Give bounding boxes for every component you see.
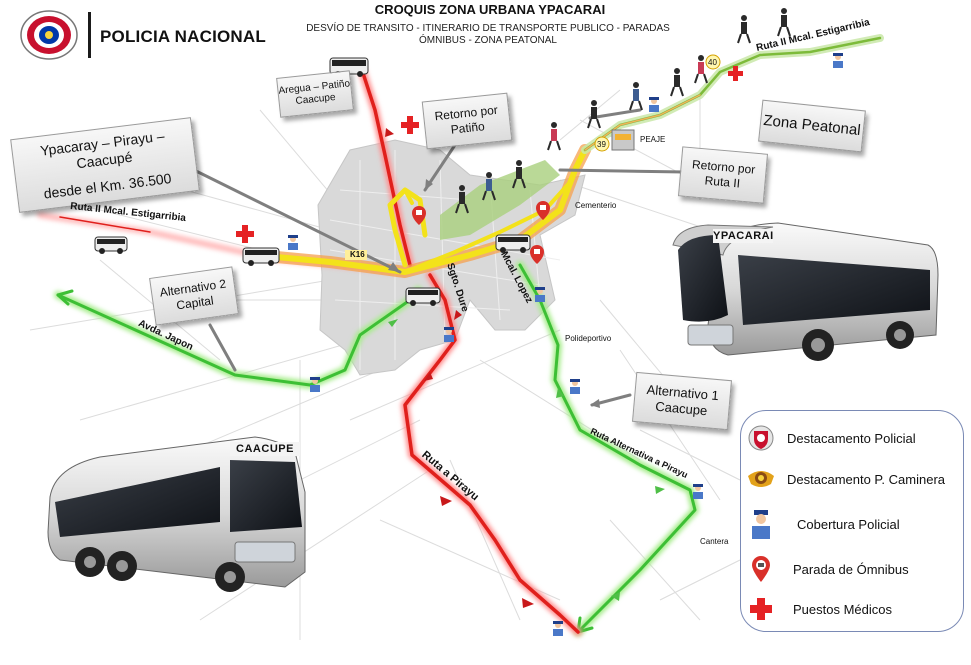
police-officer-icon: [649, 97, 659, 112]
medical-posts: [236, 66, 743, 243]
police-officer-icon: [741, 508, 781, 540]
label-km39: 39: [597, 140, 606, 149]
police-officer-icon: [833, 53, 843, 68]
legend-item: Puestos Médicos: [741, 597, 892, 621]
return-route-patino: [387, 187, 428, 268]
direction-arrow: [440, 496, 452, 506]
pedestrian-figure: [482, 172, 496, 201]
label-peaje: PEAJE: [640, 135, 666, 144]
legend-panel: Destacamento Policial Destacamento P. Ca…: [740, 410, 964, 632]
police-officer-icon: [310, 377, 320, 392]
medical-cross-icon: [401, 116, 419, 134]
pedestrian-figure: [547, 122, 561, 151]
label-polideportivo: Polideportivo: [565, 334, 612, 343]
direction-arrows: [385, 128, 534, 608]
pedestrian-figure: [629, 82, 643, 111]
toll-booth-icon: [611, 129, 635, 151]
direction-arrow: [454, 310, 462, 320]
small-bus-icon: [94, 236, 128, 254]
subtitle-line-2: ÓMNIBUS - ZONA PEATONAL: [419, 35, 557, 46]
police-officer-icon: [693, 484, 703, 499]
label-cementerio: Cementerio: [575, 201, 617, 210]
label-km40: 40: [708, 58, 717, 67]
subtitle-line-1: DESVÍO DE TRANSITO - ITINERARIO DE TRANS…: [306, 23, 670, 34]
legend-label: Parada de Ómnibus: [793, 561, 909, 577]
direction-arrow: [655, 486, 665, 494]
direction-arrow: [556, 388, 564, 398]
police-badge-icon: [741, 425, 781, 451]
callout-arrowheads: [388, 179, 600, 408]
map-title: CROQUIS ZONA URBANA YPACARAI: [374, 2, 606, 17]
detour-route-pirayu: [401, 271, 582, 636]
pedestrian-figure: [694, 55, 708, 84]
pedestrian-zone-area: [440, 160, 560, 240]
km-marker: [705, 54, 721, 70]
pedestrian-figure: [455, 185, 469, 214]
police-officer-icon: [288, 235, 298, 250]
legend-item: Parada de Ómnibus: [741, 555, 909, 583]
legend-label: Puestos Médicos: [793, 601, 892, 617]
callout-pointers: [188, 108, 687, 407]
legend-label: Cobertura Policial: [797, 516, 900, 532]
bus-stop-pin-icon: [741, 555, 781, 583]
direction-arrow: [385, 128, 394, 137]
police-shield-logo: [19, 9, 79, 61]
pedestrian-figure: [670, 68, 684, 97]
bus-sign-right: YPACARAI: [713, 229, 774, 243]
direction-arrow: [424, 372, 433, 381]
pedestrians: [455, 8, 791, 214]
direction-arrows-green: [388, 319, 665, 601]
direction-arrow: [388, 319, 398, 327]
legend-item: Cobertura Policial: [741, 508, 900, 540]
legend-label: Destacamento Policial: [787, 430, 916, 446]
police-coverage: [288, 53, 843, 636]
bus-illustration-left: CAACUPE: [40, 432, 310, 594]
police-officer-icon: [535, 287, 545, 302]
small-bus-icon: [242, 247, 280, 266]
ruta-ii-highway: [249, 144, 591, 278]
police-officer-icon: [444, 327, 454, 342]
label-cantera: Cantera: [700, 537, 729, 546]
pedestrian-figure: [512, 160, 526, 189]
bus-stop-pin-icon: [536, 201, 550, 220]
k16-marker: [345, 250, 367, 260]
header-divider: [88, 12, 91, 58]
org-name: POLICIA NACIONAL: [100, 27, 266, 46]
caminera-badge-icon: [741, 466, 781, 492]
pedestrian-figure: [587, 100, 601, 129]
legend-item: Destacamento P. Caminera: [741, 466, 945, 492]
small-bus-icon: [405, 287, 441, 306]
police-officer-icon: [570, 379, 580, 394]
callout-line: Zona Peatonal: [762, 111, 862, 139]
pedestrian-figure: [777, 8, 791, 37]
medical-cross-icon: [741, 597, 781, 621]
medical-cross-icon: [728, 66, 743, 81]
bus-stops: [412, 201, 550, 264]
bus-sign-left: CAACUPE: [230, 442, 300, 456]
km-marker: [594, 136, 610, 152]
bus-stop-pin-icon: [412, 206, 426, 225]
legend-label: Destacamento P. Caminera: [787, 471, 946, 487]
legend-item: Destacamento Policial: [741, 425, 916, 451]
small-bus-icon: [495, 234, 531, 253]
bus-stop-pin-icon: [530, 245, 544, 264]
pedestrian-figure: [737, 15, 751, 44]
police-officer-icon: [553, 621, 563, 636]
detour-route-aregua: [358, 66, 414, 269]
label-k16: K16: [350, 250, 365, 259]
direction-arrow: [611, 592, 620, 601]
map-subtitle: DESVÍO DE TRANSITO - ITINERARIO DE TRANS…: [282, 23, 694, 47]
direction-arrow: [522, 598, 534, 608]
bus-illustration-right: YPACARAI: [668, 215, 943, 375]
medical-cross-icon: [236, 225, 254, 243]
